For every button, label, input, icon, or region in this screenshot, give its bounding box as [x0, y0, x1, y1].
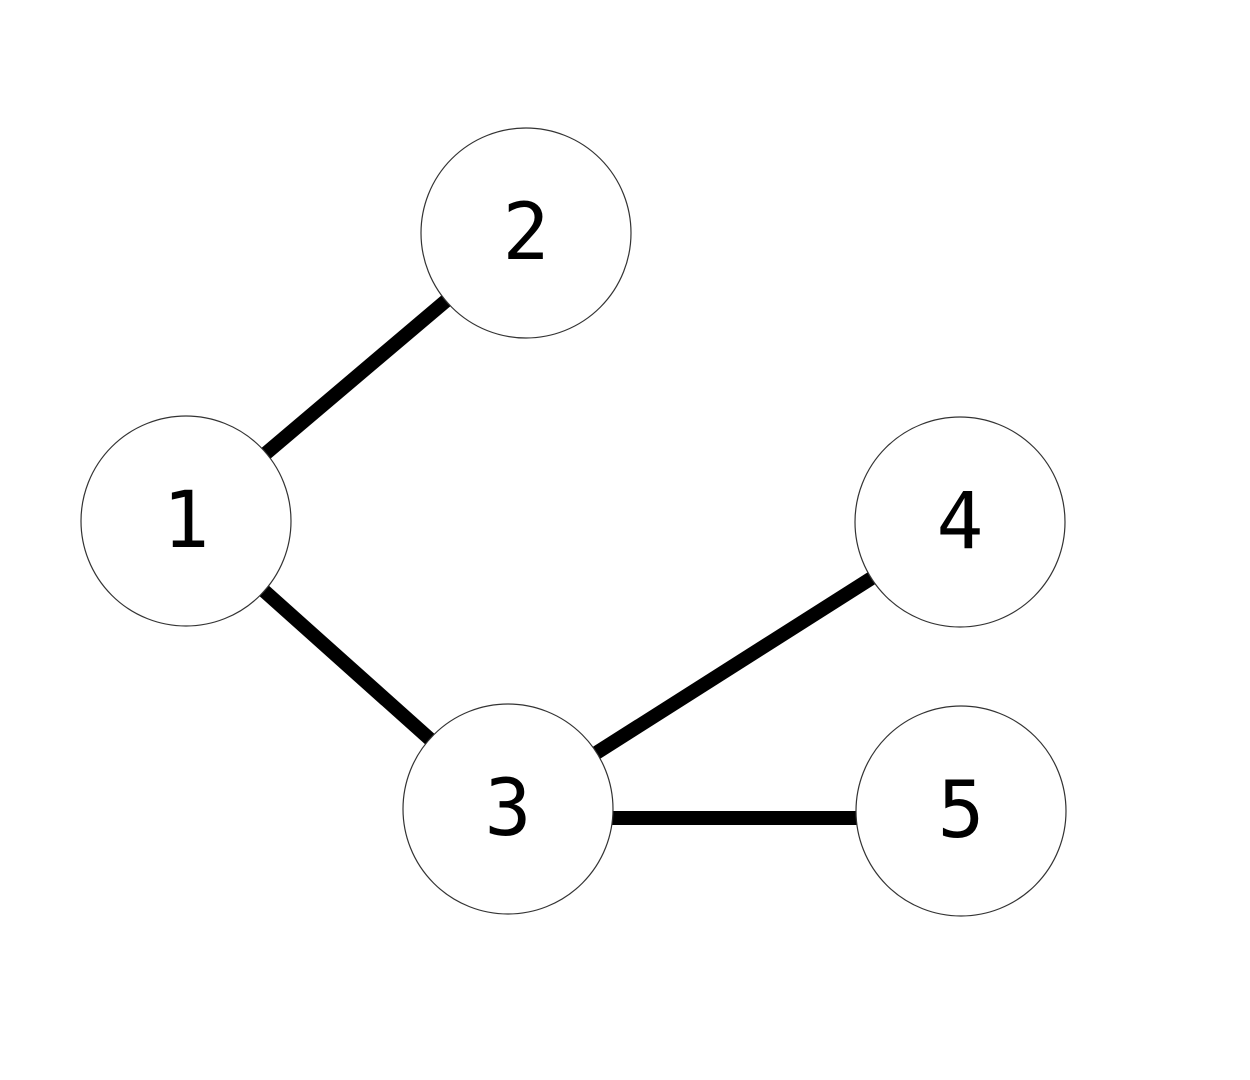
node-4-label: 4	[937, 477, 984, 567]
node-4-circle	[854, 416, 1066, 628]
node-5-label: 5	[938, 766, 985, 856]
node-5-circle	[855, 705, 1067, 917]
node-2: 2	[420, 127, 632, 339]
nodes-layer: 1 2 3 4 5	[80, 127, 1067, 917]
node-3-circle	[402, 703, 614, 915]
node-1-circle	[80, 415, 292, 627]
node-3-label: 3	[485, 764, 532, 854]
node-1: 1	[80, 415, 292, 627]
node-3: 3	[402, 703, 614, 915]
node-2-circle	[420, 127, 632, 339]
node-2-label: 2	[503, 188, 550, 278]
node-5: 5	[855, 705, 1067, 917]
node-1-label: 1	[163, 476, 210, 566]
node-4: 4	[854, 416, 1066, 628]
